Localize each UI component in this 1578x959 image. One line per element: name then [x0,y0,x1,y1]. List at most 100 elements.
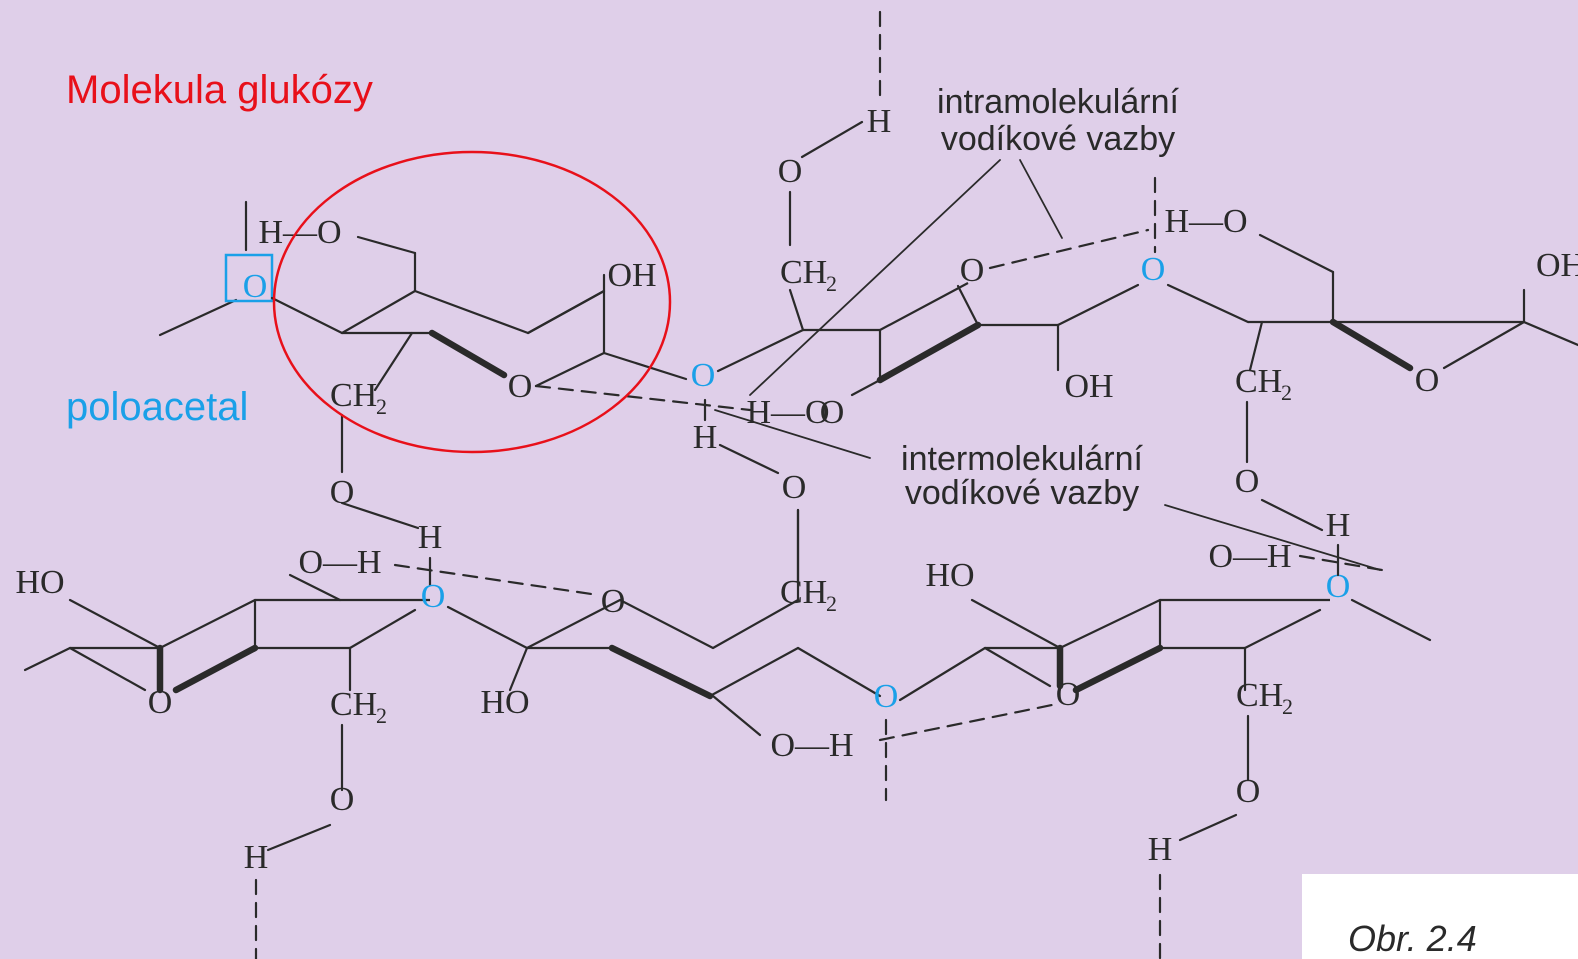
glucose-molecule-label: Molekula glukózy [66,68,373,112]
glycosidic-oxygen: O [243,268,268,305]
ring-bold-edge [428,329,508,379]
hydrogen-bond-type-label: vodíkové vazby [941,120,1175,158]
glycosidic-oxygen: O [874,678,899,715]
bond-line [158,298,238,337]
hydroxyl-label: HO [925,557,974,594]
ch2-subscript: 2 [826,591,837,616]
bond-line [373,331,414,392]
leader-line [1019,159,1063,239]
figure-caption: Obr. 2.4 [1348,918,1477,959]
bond-line [602,351,688,381]
bond-line [534,351,606,388]
bond-line [68,646,147,692]
leader-line [1164,504,1381,571]
glycosidic-oxygen: O [1141,251,1166,288]
ch2-subscript: 2 [376,394,387,419]
bond-line [711,694,762,737]
glucose-molecule-highlight-ellipse [272,150,672,454]
bond-line [446,605,529,650]
poloacetal-highlight-box [224,253,274,303]
hydrogen-bond-dashed [393,563,600,597]
ch2-label: CH [330,686,377,723]
bond-line [1350,598,1432,642]
hydrogen-bond-dashed [878,703,1054,742]
bond-line [1056,283,1140,327]
bond-line [23,646,72,672]
bond-line [796,646,882,698]
ring-oxygen: O [601,583,626,620]
ring-bold-edge [172,644,259,694]
glycosidic-oxygen: O [421,578,446,615]
leader-line [714,409,871,459]
hydrogen-bond-type-label: intramolekulární [937,83,1179,121]
leader-line [749,159,1001,396]
bond-line [508,646,529,692]
ch2-group: CH2 [780,254,837,296]
bond-line [1258,233,1335,274]
hydroxyl-oxygen: O [1235,463,1260,500]
bond-line [1522,320,1578,347]
ring-oxygen: O [508,368,533,405]
bond-line [850,378,882,397]
hydrogen-bond-dashed [1298,554,1384,572]
ch2-group: CH2 [1235,363,1292,405]
hydrogen-bond-dashed [534,384,752,412]
hydrogen-bond-dashed [988,228,1150,270]
ch2-label: CH [780,574,827,611]
bond-line [266,823,332,852]
hydroxyl-label: HO [15,564,64,601]
bond-line [288,573,342,602]
hydrogen-label: H [244,839,269,876]
ring-bold-edge [1072,644,1164,694]
hydroxyl-label: H—O [746,394,829,431]
ch2-label: CH [1236,677,1283,714]
bond-line [956,284,980,327]
bond-line [788,288,805,332]
ring-bold-edge [1329,318,1414,372]
ring-oxygen: O [1415,362,1440,399]
hydroxyl-label: OH [1536,247,1578,284]
bond-line [708,646,800,698]
hydroxyl-oxygen: O [782,469,807,506]
hydrogen-bond-type-label: intermolekulární [901,440,1143,478]
ring-oxygen: O [148,684,173,721]
ch2-group: CH2 [780,574,837,616]
hydroxyl-label: O—H [298,544,381,581]
glycosidic-oxygen: O [691,357,716,394]
hydroxyl-label: OH [607,257,656,294]
ring-edge [70,598,430,650]
bond-line [800,120,864,159]
ch2-label: CH [1235,363,1282,400]
hydroxyl-label: H—O [1164,203,1247,240]
bond-line [983,646,1052,688]
poloacetal-label: poloacetal [66,385,249,429]
bond-line [970,598,1062,650]
bond-line [348,608,417,650]
bond-line [1260,498,1324,532]
bond-line [526,289,606,335]
ch2-subscript: 2 [376,703,387,728]
hydrogen-label: H [867,103,892,140]
hydroxyl-oxygen: O [820,394,845,431]
hydroxyl-label: O—H [1208,538,1291,575]
hydroxyl-label: H—O [258,214,341,251]
bond-line [270,296,344,335]
ch2-label: CH [330,377,377,414]
hydroxyl-oxygen: O [778,153,803,190]
bond-line [1248,320,1264,372]
ch2-group: CH2 [330,377,387,419]
ch2-subscript: 2 [1281,380,1292,405]
bond-line [1442,320,1526,370]
ch2-label: CH [780,254,827,291]
bond-line [718,443,780,475]
bond-line [1178,813,1238,842]
bond-line [1243,608,1322,650]
bond-line [340,501,420,530]
hydrogen-bond-type-label: vodíkové vazby [905,474,1139,512]
hydrogen-label: H [693,419,718,456]
bond-line [356,235,417,255]
hydroxyl-oxygen: O [330,781,355,818]
ring-oxygen: O [960,252,985,289]
